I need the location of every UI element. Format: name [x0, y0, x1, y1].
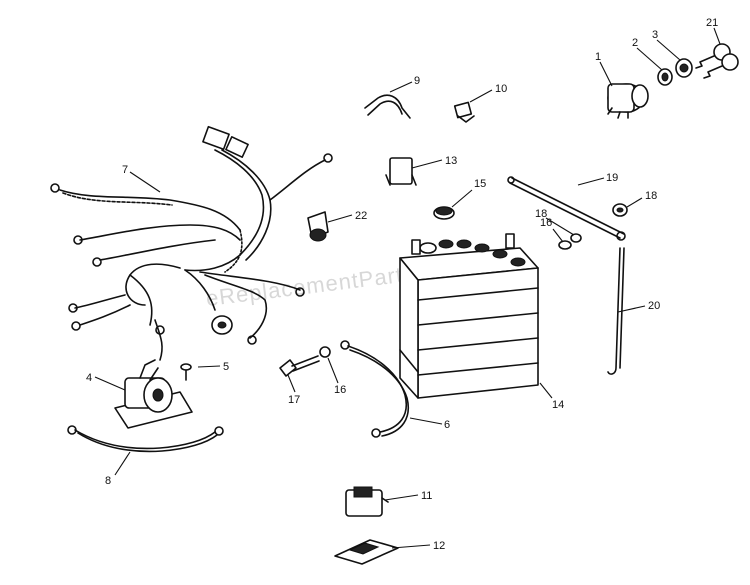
callout-20: 20: [648, 300, 660, 312]
callout-9: 9: [414, 75, 420, 87]
callout-labels: 7 4 5 8 9 10 13 22 15 14 16 18 19 18 20 …: [86, 17, 718, 552]
switch-bracket: [334, 539, 399, 565]
washer-16-upper: [558, 240, 572, 250]
callout-12: 12: [433, 540, 445, 552]
nut-18: [612, 203, 628, 217]
callout-7: 7: [122, 164, 128, 176]
callout-16-lower: 16: [334, 384, 346, 396]
ignition-keys: [695, 43, 739, 79]
callout-2: 2: [632, 37, 638, 49]
washer-18-upper: [570, 233, 582, 243]
battery-cap: [433, 206, 455, 220]
switch: [345, 486, 389, 517]
battery: [399, 233, 539, 399]
callout-22: 22: [355, 210, 367, 222]
ignition-nut: [657, 68, 673, 86]
callout-17: 17: [288, 394, 300, 406]
callout-13: 13: [445, 155, 457, 167]
terminal-bolt: [279, 355, 320, 377]
washer-16-lower: [319, 346, 331, 358]
fuse-holder: [385, 157, 417, 186]
callout-15: 15: [474, 178, 486, 190]
callout-19: 19: [606, 172, 618, 184]
solenoid-cable: [67, 425, 224, 453]
battery-hold-down-bar: [507, 176, 626, 241]
callout-3: 3: [652, 29, 658, 41]
leader-lines: [94, 27, 721, 549]
cable-clamp: [364, 94, 411, 119]
battery-hold-down-rod: [607, 247, 625, 375]
wire-clip: [453, 101, 475, 123]
grommet: [307, 211, 329, 242]
callout-1: 1: [595, 51, 601, 63]
callout-5: 5: [223, 361, 229, 373]
callout-10: 10: [495, 83, 507, 95]
callout-8: 8: [105, 475, 111, 487]
battery-cable: [340, 340, 409, 438]
solenoid-screw: [180, 363, 192, 381]
callout-11: 11: [421, 490, 432, 502]
ignition-bezel: [675, 58, 693, 78]
callout-16-upper: 16: [540, 217, 552, 229]
callout-18-right: 18: [645, 190, 657, 202]
callout-21: 21: [706, 17, 718, 29]
wiring-harness: [50, 125, 333, 361]
callout-14: 14: [552, 399, 564, 411]
ignition-switch: [607, 83, 649, 119]
callout-18-upper: 18: [535, 208, 547, 220]
callout-4: 4: [86, 372, 92, 384]
callout-6: 6: [444, 419, 450, 431]
solenoid: [114, 359, 193, 429]
